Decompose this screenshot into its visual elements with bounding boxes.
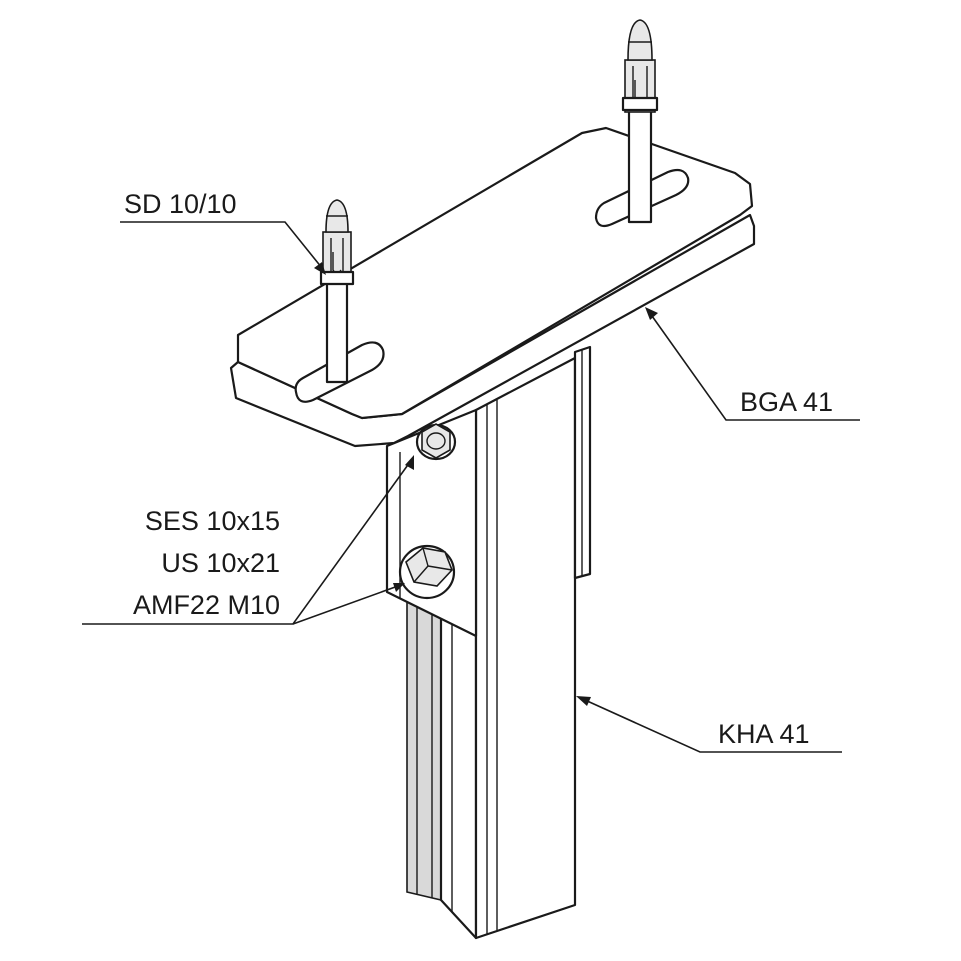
leader-bolts (82, 455, 414, 625)
label-plate: BGA 41 (740, 387, 833, 417)
label-channel: KHA 41 (718, 719, 810, 749)
leader-plate (645, 307, 860, 421)
leader-anchor (120, 221, 326, 275)
anchor-left (319, 199, 355, 384)
channel-profile (406, 345, 592, 940)
label-bolt-line3: AMF22 M10 (133, 590, 280, 620)
bolt-upper (415, 423, 457, 461)
base-plate (229, 126, 756, 448)
bolt-lower (398, 544, 456, 600)
leader-channel (576, 696, 842, 753)
anchor-right (621, 19, 659, 224)
label-anchor: SD 10/10 (124, 189, 237, 219)
label-bolt-line2: US 10x21 (161, 548, 280, 578)
label-bolt-line1: SES 10x15 (145, 506, 280, 536)
